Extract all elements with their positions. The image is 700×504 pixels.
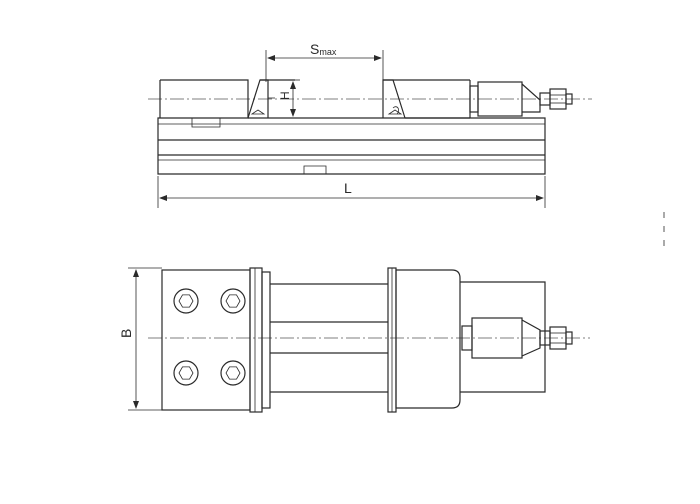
bolt-icon: [220, 360, 246, 386]
smax-label: Smax: [310, 41, 337, 57]
spindle-nut-top: [539, 326, 573, 350]
bolt-group: [173, 288, 246, 386]
top-view: B: [118, 267, 590, 413]
spindle-housing-side: [469, 81, 541, 117]
height-label: H: [278, 91, 292, 100]
guide-rails-top: [270, 283, 388, 393]
bolt-icon: [173, 360, 199, 386]
smax-dimension: Smax: [265, 41, 384, 82]
spindle-housing-top: [461, 317, 541, 359]
side-view: Smax H L: [148, 41, 592, 208]
fixed-jaw-top: [161, 267, 271, 413]
spindle-nut-side: [539, 88, 573, 110]
movable-jaw-top: [387, 267, 461, 413]
bolt-icon: [220, 288, 246, 314]
width-dimension: B: [118, 267, 162, 411]
width-label: B: [118, 329, 134, 338]
length-dimension: L: [157, 176, 546, 208]
body-extension-top: [460, 281, 546, 393]
height-dimension: H: [278, 79, 300, 117]
bolt-icon: [173, 288, 199, 314]
length-label: L: [344, 180, 352, 196]
vise-body-side: [157, 79, 546, 175]
